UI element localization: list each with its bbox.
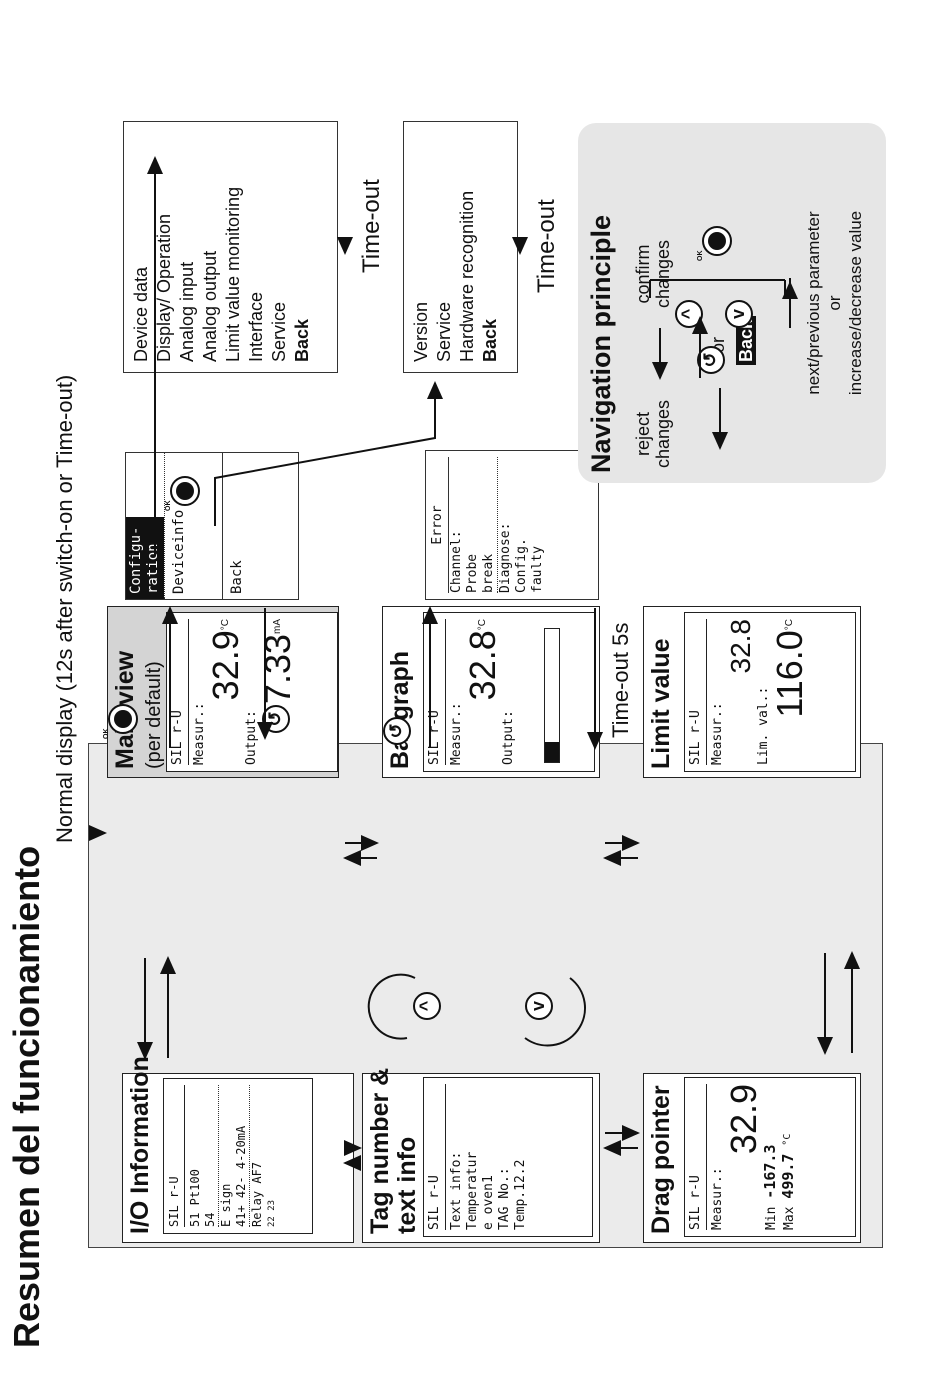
arrow-deviceinfo-to-menu xyxy=(214,381,443,526)
rotate-arc-down xyxy=(524,977,586,1047)
nav-param-bracket xyxy=(649,279,786,298)
rotate-arc-up xyxy=(367,973,416,1040)
